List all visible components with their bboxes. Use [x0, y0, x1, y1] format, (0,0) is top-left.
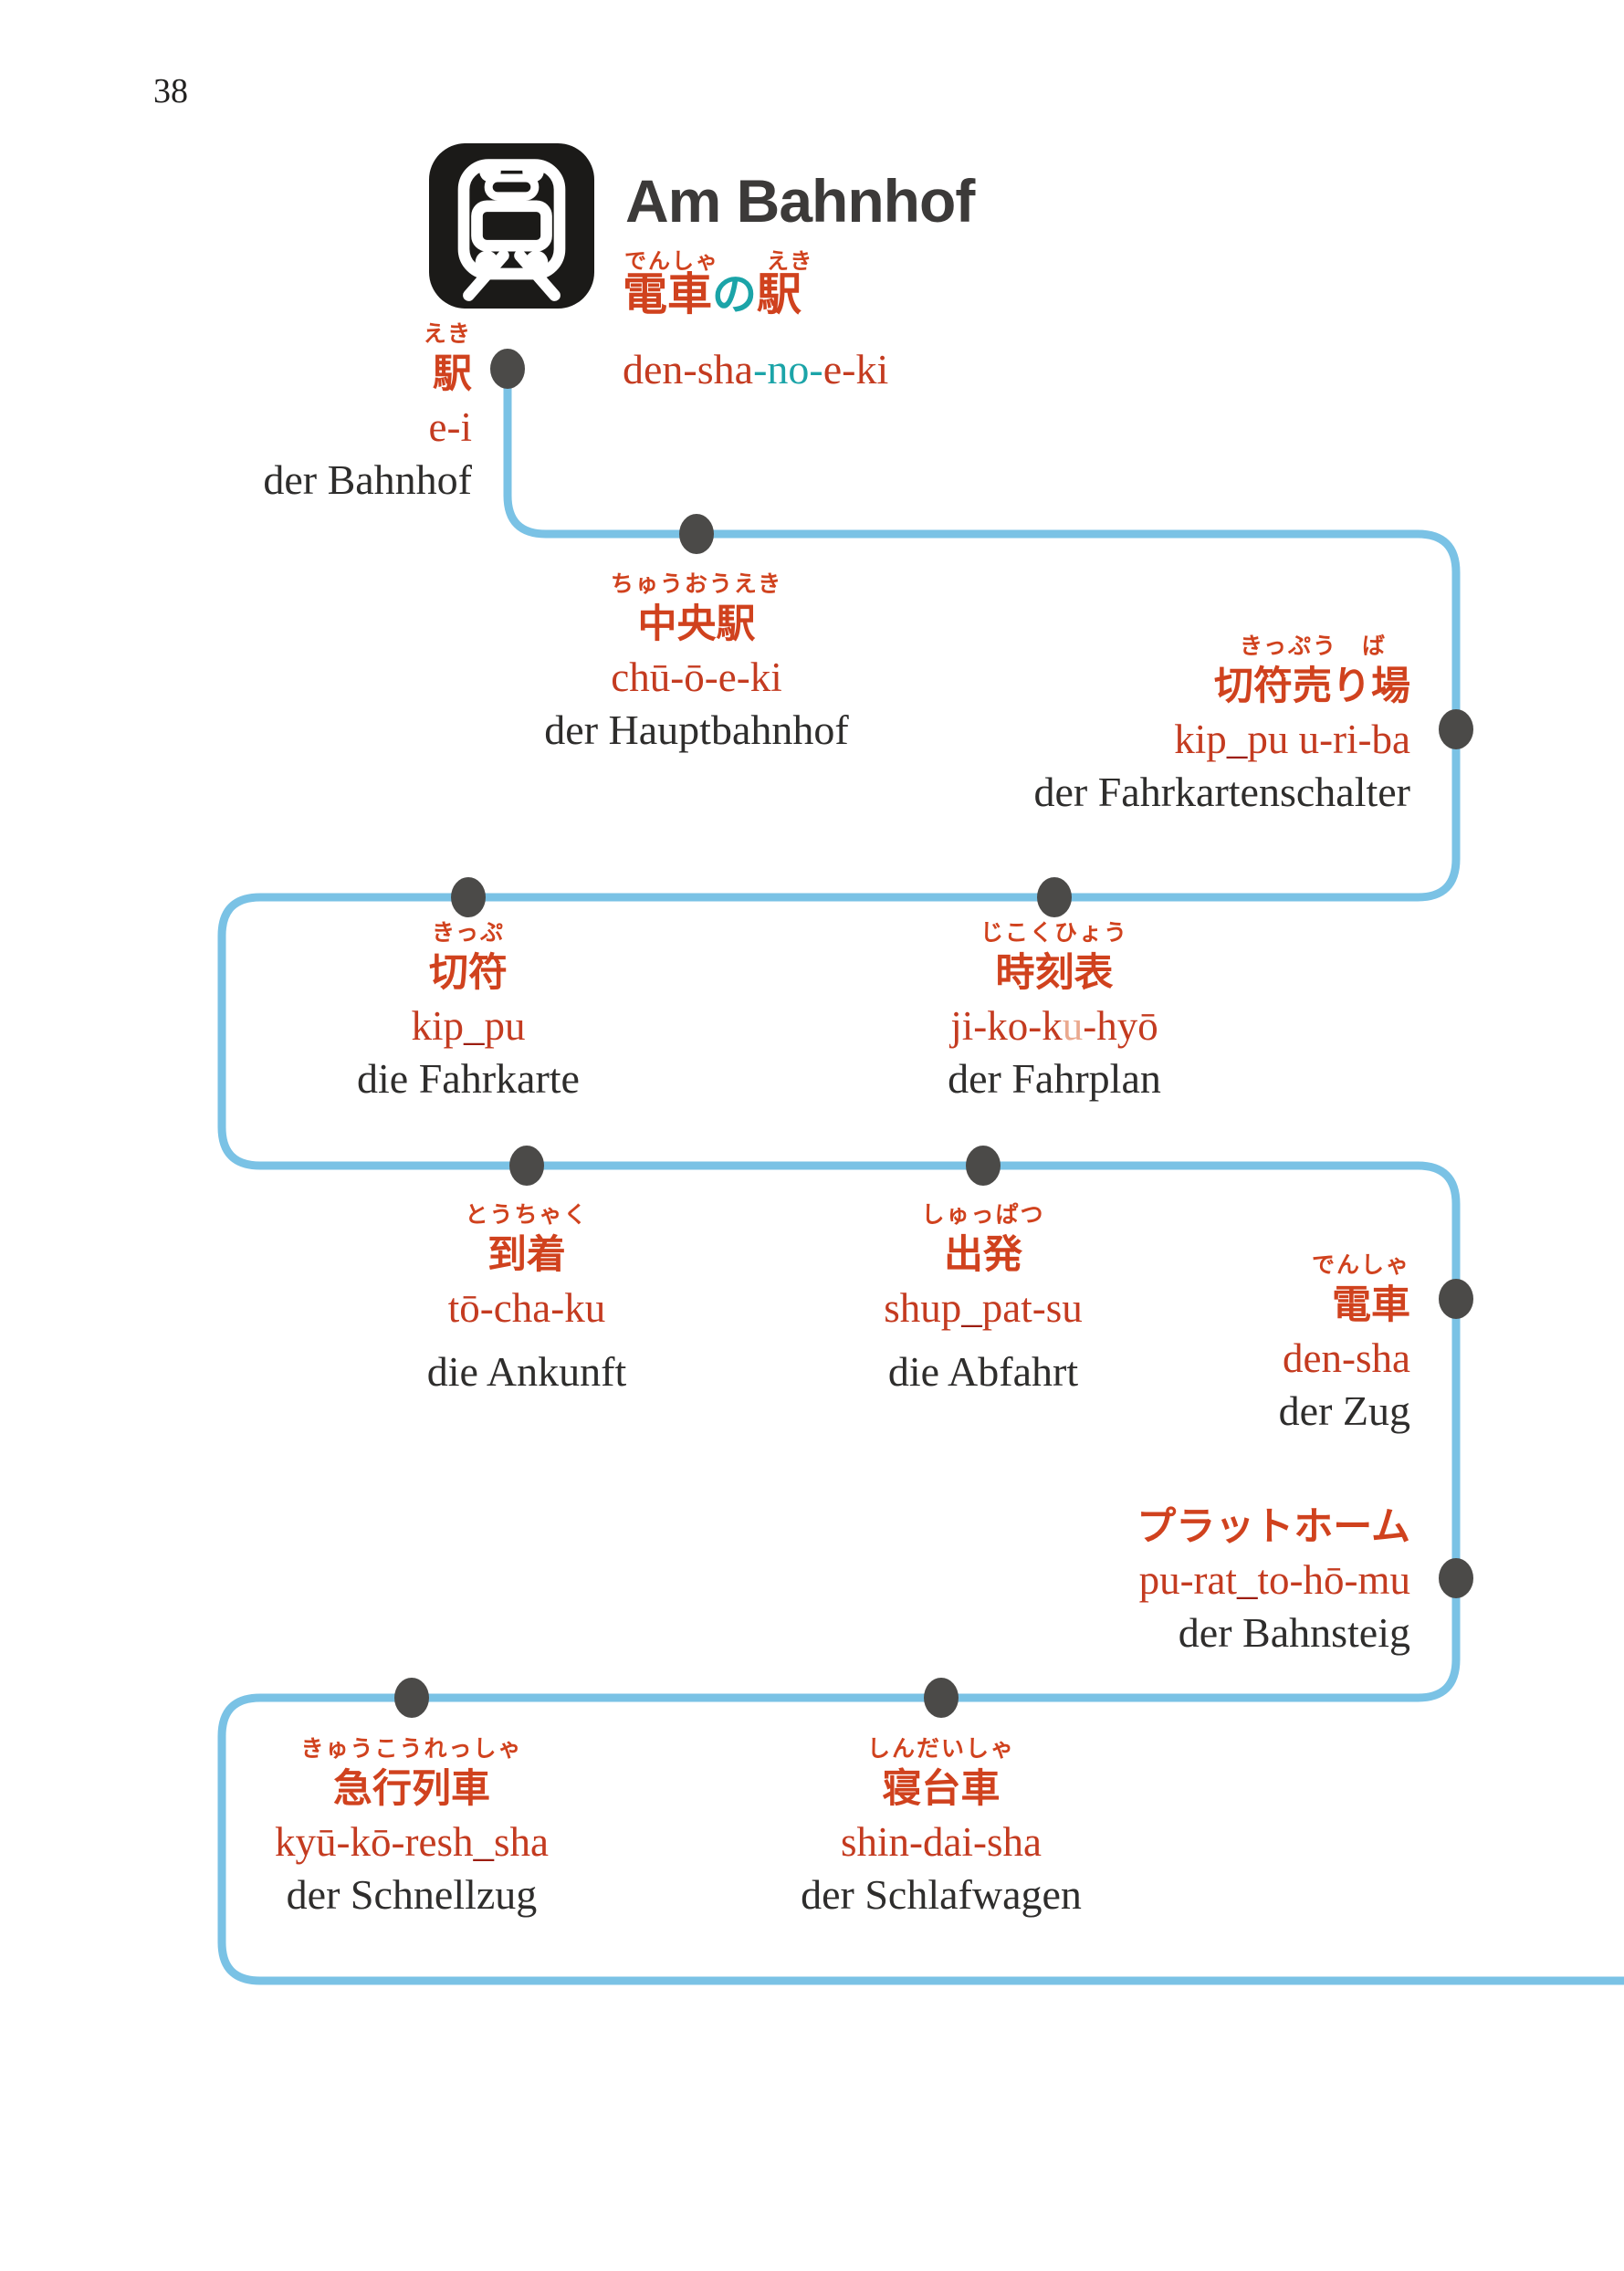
station-dot: [394, 1678, 429, 1718]
romaji: e-i: [428, 404, 472, 450]
furigana: きっぷう ば: [1239, 633, 1387, 659]
german-translation: der Fahrkartenschalter: [1033, 769, 1410, 815]
furigana: きゅうこうれっしゃ: [300, 1735, 523, 1762]
furigana: でんしゃ: [1311, 1251, 1410, 1278]
romaji: pu-rat_to-hō-mu: [1138, 1557, 1410, 1603]
furigana: しゅっぱつ: [921, 1201, 1045, 1228]
station-dot: [966, 1146, 1001, 1186]
romaji: shin-dai-sha: [841, 1819, 1042, 1865]
station-dot: [679, 514, 714, 554]
station-kippu: きっぷ 切符 kip_pu die Fahrkarte: [357, 918, 580, 1104]
german-translation: die Fahrkarte: [357, 1055, 580, 1102]
page-number: 38: [153, 72, 188, 110]
japanese-word: 切符売り場: [1214, 664, 1410, 709]
japanese-word: 出発: [944, 1232, 1022, 1278]
station-purattohomu: プラットホーム pu-rat_to-hō-mu der Bahnsteig: [1137, 1502, 1410, 1659]
german-translation: die Ankunft: [426, 1348, 627, 1395]
romaji: kyū-kō-resh_sha: [275, 1819, 549, 1865]
romaji: tō-cha-ku: [447, 1285, 606, 1331]
header-romaji: den-sha-no-e-ki: [623, 346, 889, 392]
station-dot: [509, 1146, 544, 1186]
german-translation: der Zug: [1278, 1387, 1410, 1434]
station-jikokuhyo: じこくひょう 時刻表 ji-ko-ku-hyō der Fahrplan: [948, 918, 1161, 1104]
station-dot: [1037, 877, 1072, 917]
station-dot: [1439, 709, 1473, 749]
romaji: den-sha: [1283, 1335, 1410, 1381]
japanese-word: 電車: [1332, 1282, 1410, 1328]
romaji: chū-ō-e-ki: [611, 654, 782, 700]
header-japanese-word: 電車の駅: [623, 268, 802, 320]
japanese-word: 中央駅: [637, 602, 756, 647]
station-shuppatsu: しゅっぱつ 出発 shup_pat-su die Abfahrt: [884, 1200, 1083, 1397]
station-kippu-uriba: きっぷう ば 切符売り場 kip_pu u-ri-ba der Fahrkart…: [1033, 632, 1410, 818]
german-translation: der Fahrplan: [948, 1055, 1161, 1102]
station-chuo-eki: ちゅうおうえき 中央駅 chū-ō-e-ki der Hauptbahnhof: [544, 570, 848, 756]
japanese-word: 急行列車: [332, 1766, 490, 1812]
station-tochaku: とうちゃく 到着 tō-cha-ku die Ankunft: [427, 1200, 626, 1397]
furigana: ちゅうおうえき: [610, 570, 783, 597]
metro-line: [217, 364, 1624, 1985]
japanese-word: 切符: [428, 950, 508, 996]
german-translation: der Schnellzug: [286, 1871, 538, 1918]
japanese-word: 到着: [487, 1232, 566, 1278]
german-translation: der Bahnhof: [263, 456, 472, 503]
japanese-word: 時刻表: [995, 950, 1114, 996]
romaji: kip_pu: [411, 1003, 526, 1049]
station-densha: でんしゃ 電車 den-sha der Zug: [1279, 1251, 1410, 1437]
station-dot: [490, 349, 525, 389]
german-translation: die Abfahrt: [887, 1348, 1079, 1395]
page-title: Am Bahnhof: [625, 167, 975, 235]
japanese-word: プラットホーム: [1137, 1504, 1410, 1550]
furigana: きっぷ: [431, 919, 506, 946]
romaji: shup_pat-su: [884, 1285, 1083, 1331]
station-eki: えき 駅 e-i der Bahnhof: [263, 319, 472, 506]
furigana: じこくひょう: [980, 919, 1129, 946]
furigana: えき: [423, 320, 472, 347]
romaji: kip_pu u-ri-ba: [1174, 717, 1410, 762]
furigana: とうちゃく: [465, 1201, 589, 1228]
station-dot: [924, 1678, 959, 1718]
german-translation: der Hauptbahnhof: [544, 706, 849, 753]
german-translation: der Schlafwagen: [801, 1871, 1082, 1918]
station-dot: [1439, 1279, 1473, 1319]
station-shindaisha: しんだいしゃ 寝台車 shin-dai-sha der Schlafwagen: [801, 1734, 1082, 1920]
japanese-word: 駅: [433, 351, 472, 397]
station-kyuko-ressha: きゅうこうれっしゃ 急行列車 kyū-kō-resh_sha der Schne…: [275, 1734, 549, 1920]
station-dot: [1439, 1558, 1473, 1598]
romaji: ji-ko-ku-hyō: [950, 1003, 1158, 1049]
header-furigana: でんしゃ えき: [624, 248, 814, 274]
furigana: しんだいしゃ: [866, 1735, 1015, 1762]
train-icon: [429, 143, 594, 309]
station-dot: [451, 877, 486, 917]
japanese-word: 寝台車: [882, 1766, 1001, 1812]
german-translation: der Bahnsteig: [1178, 1609, 1410, 1656]
